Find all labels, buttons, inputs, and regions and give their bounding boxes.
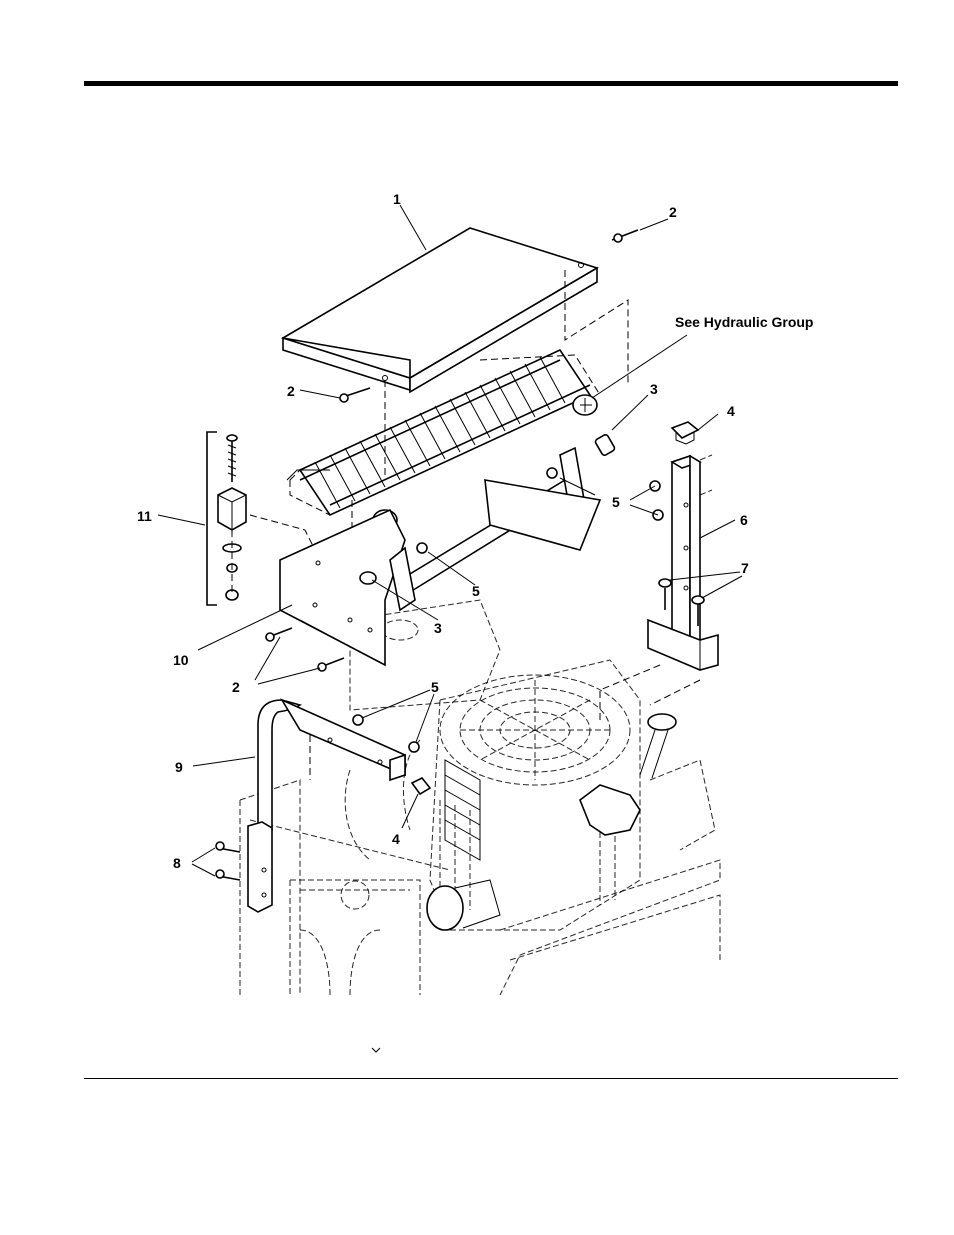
callout-3-center: 3 xyxy=(434,620,442,636)
callout-5-center: 5 xyxy=(472,583,480,599)
callout-2-bottom: 2 xyxy=(232,679,240,695)
cross-bar xyxy=(360,434,616,610)
isolator-mount xyxy=(207,432,246,605)
page-mark xyxy=(372,1048,380,1052)
callout-11: 11 xyxy=(137,508,152,524)
see-hydraulic-group: See Hydraulic Group xyxy=(675,314,813,330)
callout-2-left: 2 xyxy=(287,383,295,399)
callout-2-top: 2 xyxy=(669,204,677,220)
callout-6: 6 xyxy=(740,512,748,528)
rear-post xyxy=(600,422,718,720)
callout-5-lower: 5 xyxy=(431,679,439,695)
callout-4-lower: 4 xyxy=(392,831,400,847)
mount-plate xyxy=(280,510,405,665)
callout-3-right: 3 xyxy=(650,381,658,397)
cover-panel xyxy=(283,228,597,392)
callout-5-right: 5 xyxy=(612,494,620,510)
callout-9: 9 xyxy=(175,759,183,775)
callout-4-right: 4 xyxy=(727,403,735,419)
callout-10: 10 xyxy=(173,652,189,668)
callout-7: 7 xyxy=(741,560,749,576)
callout-8: 8 xyxy=(173,855,181,871)
callout-1: 1 xyxy=(393,191,401,207)
cooler-fins xyxy=(315,357,565,508)
engine-detail xyxy=(427,714,676,930)
